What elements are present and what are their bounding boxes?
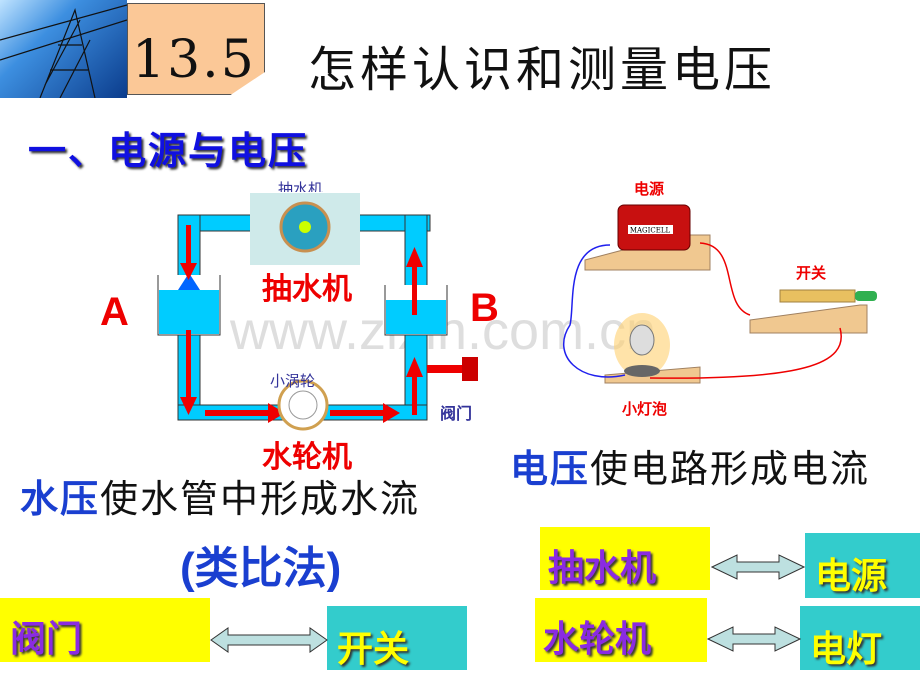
turbine-label: 水轮机 — [262, 441, 352, 474]
source-label: 电源 — [634, 181, 665, 198]
section-heading: 一、电源与电压 — [28, 129, 309, 173]
section-number: 13.5 — [132, 30, 256, 90]
electric-circuit-diagram: MAGICELL — [563, 204, 877, 384]
analogy-electric-source: 电源 — [815, 556, 888, 597]
double-arrow-icon — [210, 627, 328, 653]
water-circuit-diagram — [157, 193, 478, 431]
analogy-electric-box-source: 电源 — [805, 533, 920, 598]
pump-caption-small: 抽水机 — [278, 181, 324, 192]
tower-icon — [0, 4, 128, 99]
double-arrow-icon — [711, 554, 805, 580]
switch-icon — [779, 289, 856, 303]
bulb-label: 小灯泡 — [622, 401, 668, 418]
analogy-electric-switch: 开关 — [337, 629, 410, 670]
analogy-water-turbine: 水轮机 — [543, 619, 652, 660]
bulb-icon — [629, 324, 655, 356]
label-b: B — [470, 286, 499, 330]
valve-handle-icon — [462, 357, 478, 381]
analogy-water-box-pump: 抽水机 — [540, 527, 710, 590]
circuit-sentence: 电压使电路形成电流 — [510, 438, 870, 493]
analogy-electric-lamp: 电灯 — [810, 629, 883, 670]
battery-brand: MAGICELL — [630, 227, 671, 235]
circuit-sentence-rest: 使电路形成电流 — [590, 447, 871, 491]
analogy-water-pump: 抽水机 — [548, 548, 657, 589]
analogy-water-box-turbine: 水轮机 — [535, 598, 707, 662]
valve-label: 阀门 — [440, 406, 473, 423]
analogy-electric-box-lamp: 电灯 — [800, 606, 920, 670]
switch-label: 开关 — [796, 265, 827, 282]
pump-label: 抽水机 — [262, 273, 352, 306]
label-a: A — [100, 290, 129, 334]
water-sentence-highlight: 水压 — [20, 477, 101, 521]
turbine-icon — [277, 379, 329, 431]
circuit-sentence-highlight: 电压 — [510, 447, 591, 491]
analogy-water-valve: 阀门 — [10, 619, 83, 660]
double-arrow-icon — [707, 626, 801, 652]
water-sentence-rest: 使水管中形成水流 — [100, 477, 421, 521]
analogy-water-box-valve: 阀门 — [0, 598, 210, 662]
section-number-box — [127, 3, 265, 95]
analogy-method: (类比法) — [180, 544, 342, 593]
power-tower-photo — [0, 0, 128, 99]
water-sentence: 水压使水管中形成水流 — [20, 468, 420, 523]
analogy-electric-box-switch: 开关 — [327, 606, 467, 670]
page-title: 怎样认识和测量电压 — [308, 42, 777, 98]
turbine-caption-small: 小涡轮 — [270, 373, 316, 390]
